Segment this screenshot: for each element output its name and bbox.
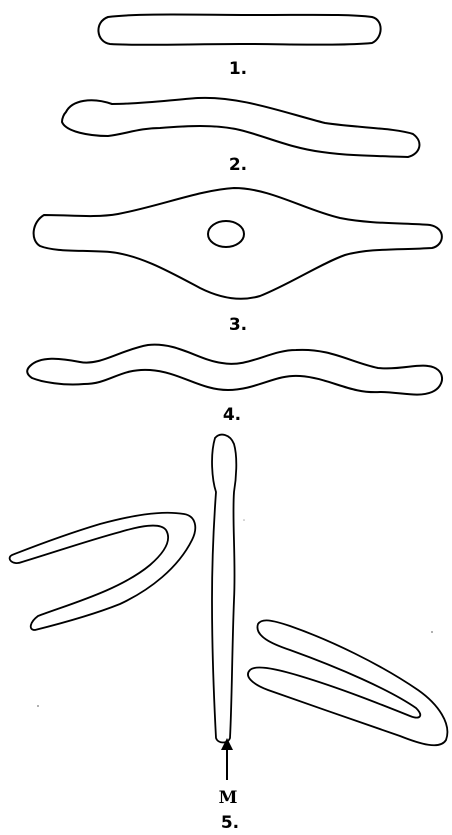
right-angled-cell xyxy=(248,620,447,745)
left-hairpin-cell xyxy=(10,513,196,630)
straight-rod-shape xyxy=(98,15,380,45)
wavy-rod-shape xyxy=(62,98,419,157)
speck xyxy=(431,631,433,633)
speck xyxy=(243,519,245,521)
marker-m-label: M xyxy=(219,788,238,808)
shape-3-group: 3. xyxy=(34,188,442,335)
undulating-rod-shape xyxy=(27,345,442,395)
nucleus xyxy=(208,221,244,247)
shape-5-group: M 5. xyxy=(10,435,448,833)
label-2: 2. xyxy=(229,155,247,175)
long-vertical-cell xyxy=(212,435,236,743)
speck xyxy=(37,705,39,707)
label-3: 3. xyxy=(229,315,247,335)
shape-4-group: 4. xyxy=(27,345,442,425)
label-5: 5. xyxy=(221,813,239,833)
label-1: 1. xyxy=(229,59,247,79)
label-4: 4. xyxy=(223,405,241,425)
shape-2-group: 2. xyxy=(62,98,419,175)
shape-1-group: 1. xyxy=(98,15,380,80)
